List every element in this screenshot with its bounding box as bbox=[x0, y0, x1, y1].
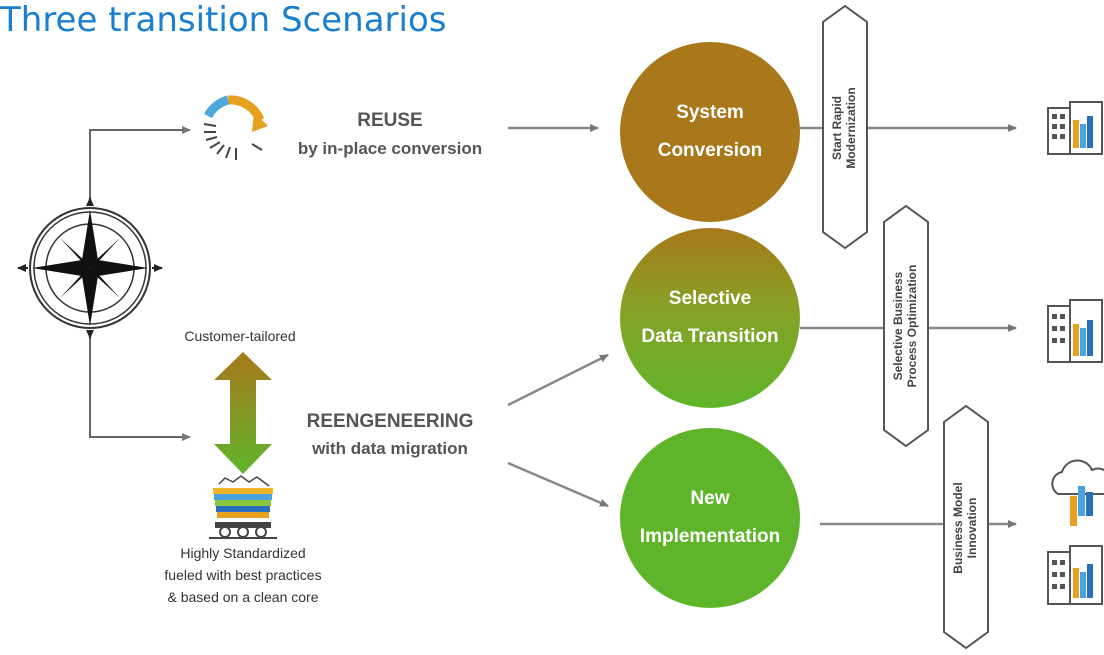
reuse-subtitle: by in-place conversion bbox=[297, 139, 483, 158]
compass-icon bbox=[17, 197, 163, 339]
system-conversion-line-1: System bbox=[676, 102, 744, 123]
hex-start-rapid-modernization: Start Rapid Modernization bbox=[830, 28, 860, 228]
system-conversion-circle: System Conversion bbox=[620, 42, 800, 222]
standardized-line-2: fueled with best practices bbox=[164, 567, 322, 583]
building-icon-3 bbox=[1047, 545, 1103, 605]
new-impl-line-2: Implementation bbox=[639, 526, 781, 547]
page-title: Three transition Scenarios bbox=[0, 0, 447, 40]
reengineering-heading: REENGENEERING bbox=[306, 411, 474, 432]
hex3-line-2: Innovation bbox=[965, 497, 979, 559]
selective-data-transition-circle: Selective Data Transition bbox=[620, 228, 800, 408]
new-impl-line-1: New bbox=[690, 488, 730, 509]
system-conversion-line-2: Conversion bbox=[657, 140, 763, 161]
hex3-line-1: Business Model bbox=[951, 482, 965, 574]
mine-cart-icon bbox=[209, 475, 277, 539]
selective-line-1: Selective bbox=[668, 288, 752, 309]
compass-connectors bbox=[89, 126, 191, 441]
hex2-line-2: Process Optimization bbox=[905, 264, 919, 388]
hex1-line-2: Modernization bbox=[844, 87, 858, 169]
flow-arrows bbox=[507, 124, 1017, 528]
building-icon-2 bbox=[1047, 299, 1103, 363]
refresh-icon bbox=[203, 95, 268, 160]
hex-business-model-innovation: Business Model Innovation bbox=[951, 428, 981, 628]
standardized-line-3: & based on a clean core bbox=[167, 589, 319, 605]
building-icon-1 bbox=[1047, 101, 1103, 155]
hex-selective-business-process-optimization: Selective Business Process Optimization bbox=[891, 226, 921, 426]
customer-tailored-label: Customer-tailored bbox=[184, 328, 296, 344]
standardized-line-1: Highly Standardized bbox=[180, 545, 306, 561]
cloud-icon bbox=[1051, 459, 1104, 526]
hex-banners bbox=[822, 4, 989, 650]
hex2-line-1: Selective Business bbox=[891, 271, 905, 381]
new-implementation-circle: New Implementation bbox=[620, 428, 800, 608]
reuse-heading: REUSE bbox=[357, 110, 423, 131]
hex1-line-1: Start Rapid bbox=[830, 96, 844, 161]
reengineering-subtitle: with data migration bbox=[312, 439, 468, 458]
selective-line-2: Data Transition bbox=[641, 326, 779, 347]
double-arrow-icon bbox=[214, 352, 272, 474]
